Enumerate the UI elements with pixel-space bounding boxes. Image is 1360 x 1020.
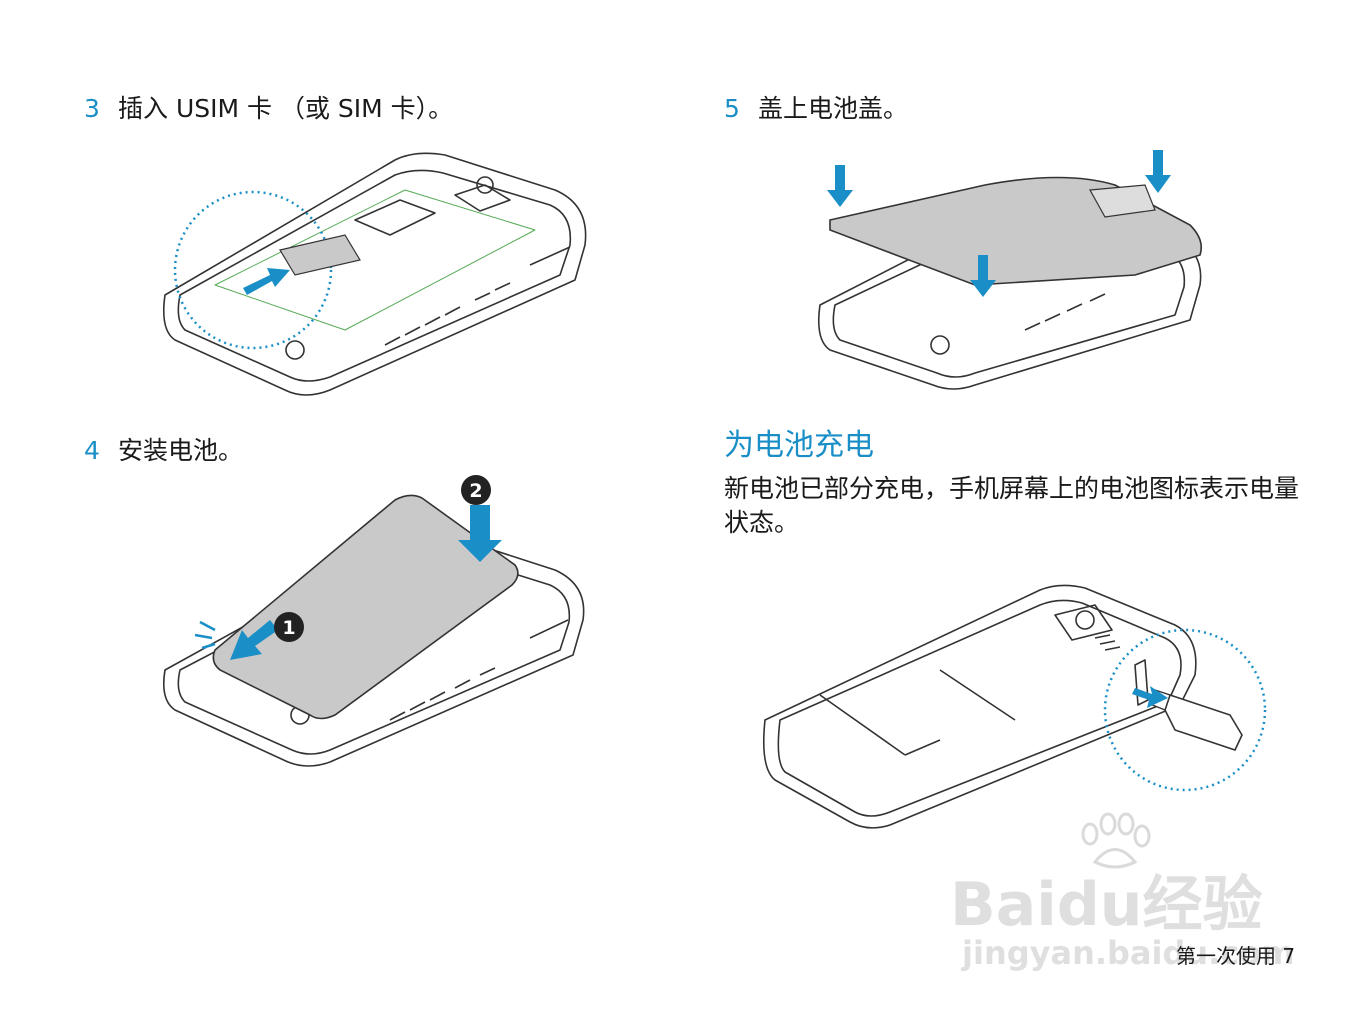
watermark-brand-cn: 经验 bbox=[1142, 870, 1263, 940]
step-text: 盖上电池盖。 bbox=[758, 94, 909, 123]
section-title: 为电池充电 bbox=[724, 428, 874, 463]
battery-cover-illustration bbox=[815, 145, 1215, 395]
section-paragraph: 新电池已部分充电，手机屏幕上的电池图标表示电量状态。 bbox=[724, 474, 1300, 537]
step-5: 5 盖上电池盖。 bbox=[724, 94, 908, 124]
step-text: 插入 USIM 卡 （或 SIM 卡）。 bbox=[118, 94, 454, 123]
step-number: 3 bbox=[84, 94, 100, 123]
baidu-watermark: Baidu经验 jingyan.baidu.com bbox=[950, 812, 1295, 982]
step-3: 3 插入 USIM 卡 （或 SIM 卡）。 bbox=[84, 94, 453, 124]
watermark-brand-middle: du bbox=[1056, 870, 1143, 940]
battery-install-illustration: 1 2 bbox=[160, 470, 590, 770]
step-4: 4 安装电池。 bbox=[84, 436, 243, 466]
step-number: 4 bbox=[84, 436, 100, 465]
paw-icon bbox=[1081, 812, 1151, 869]
sim-insertion-illustration bbox=[155, 145, 595, 400]
marker-two: 2 bbox=[469, 480, 482, 502]
charging-illustration bbox=[760, 580, 1270, 830]
watermark-brand: Bai bbox=[950, 870, 1057, 940]
watermark-url: jingyan.baidu.com bbox=[962, 934, 1295, 972]
marker-one: 1 bbox=[282, 617, 295, 639]
page-footer: 第一次使用 7 bbox=[1176, 940, 1295, 969]
step-number: 5 bbox=[724, 94, 740, 123]
step-text: 安装电池。 bbox=[118, 436, 244, 465]
page-number: 7 bbox=[1282, 944, 1296, 968]
footer-section-name: 第一次使用 bbox=[1176, 944, 1276, 968]
